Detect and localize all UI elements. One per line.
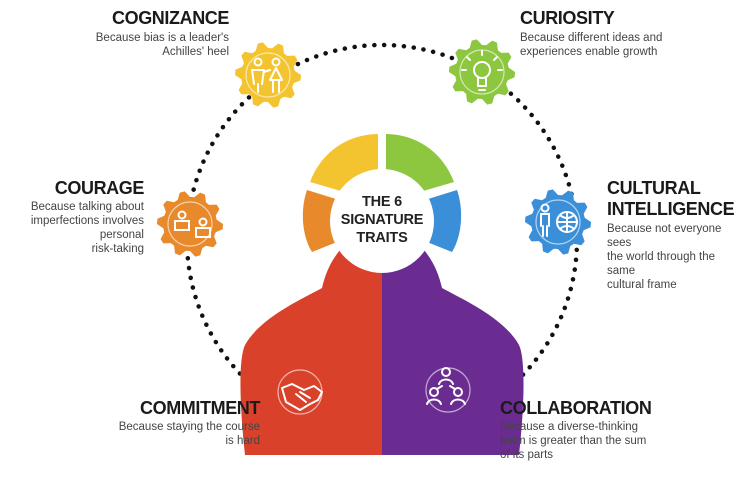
gear-curiosity [449, 39, 515, 105]
network-people-icon [426, 367, 466, 405]
trait-desc-commitment: Because staying the course is hard [118, 421, 260, 447]
people-icon [251, 57, 283, 93]
trait-title-commitment: COMMITMENT [140, 398, 260, 418]
right-shoulder [382, 250, 524, 455]
gear-inner-ring [167, 201, 213, 247]
trait-title-cognizance: COGNIZANCE [112, 8, 229, 28]
trait-title-collaboration: COLLABORATION [500, 398, 652, 418]
trait-desc-cultural-intelligence: Because not everyone sees the world thro… [607, 223, 722, 291]
left-shoulder [240, 250, 382, 455]
conversation-icon [174, 210, 211, 238]
globe-person-icon [540, 203, 578, 237]
lightbulb-icon [461, 50, 503, 91]
trait-title-curiosity: CURIOSITY [520, 8, 615, 28]
gear-inner-ring [245, 52, 291, 98]
gear-cognizance [235, 42, 301, 108]
gear-inner-ring [535, 199, 581, 245]
handshake-icon [281, 383, 323, 411]
trait-desc-curiosity: Because different ideas and experiences … [520, 32, 663, 58]
center-label: THE 6 SIGNATURE TRAITS [340, 194, 424, 246]
trait-desc-collaboration: Because a diverse-thinking team is great… [500, 421, 647, 461]
center-disc [330, 169, 434, 273]
trait-title-courage: COURAGE [54, 178, 145, 198]
trait-desc-courage: Because talking about imperfections invo… [30, 201, 144, 255]
trait-desc-cognizance: Because bias is a leader's Achilles' hee… [95, 32, 229, 58]
trait-title-cultural-intelligence: CULTURAL INTELLIGENCE [607, 178, 735, 219]
gear-collaboration [415, 357, 481, 423]
